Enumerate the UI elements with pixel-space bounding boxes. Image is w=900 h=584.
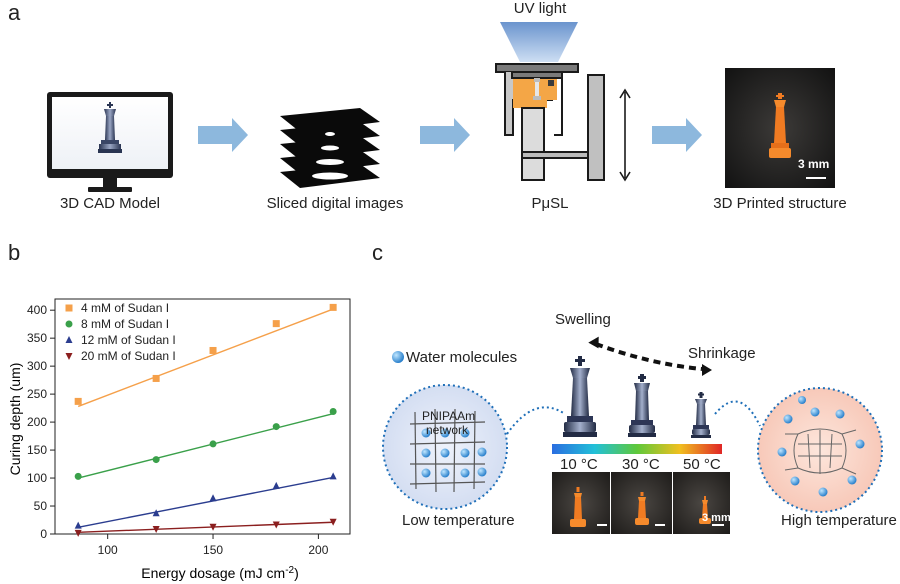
y-tick-label: 150 [27,443,47,457]
king-large-icon [563,356,597,437]
y-tick-label: 0 [40,527,47,541]
data-point [272,481,280,489]
legend-marker [65,320,73,328]
data-point [209,440,217,448]
photo-scale-bar-label: 3 mm [798,157,830,171]
y-tick-label: 400 [27,303,47,317]
king-medium-icon [628,374,656,437]
legend-label: 8 mM of Sudan I [81,317,169,331]
swelling-label: Swelling [555,311,611,328]
legend-marker [65,304,73,312]
vat-king-icon [533,78,541,100]
x-axis-label: Energy dosage (mJ cm-2) [141,565,299,581]
king-small-icon [691,392,711,438]
data-point [272,423,280,431]
temp-label-30: 30 °C [622,456,660,473]
temp-label-10: 10 °C [560,456,598,473]
sliced-layers-icon [280,108,380,188]
pnipaam-label: PNIPAAm [422,409,476,423]
stage-motion-arrow [619,88,631,182]
data-point [152,509,160,517]
panel-letter-a: a [8,0,21,25]
data-point [74,521,82,529]
data-point [272,320,280,328]
legend-label: 4 mM of Sudan I [81,301,169,315]
caption-sliced-images: Sliced digital images [266,195,404,212]
panel-a-illustration [47,22,835,192]
low-temperature-network [382,384,508,510]
x-tick-label: 150 [203,543,223,557]
fit-line [77,308,334,408]
data-point [272,521,280,529]
data-point [152,374,160,382]
data-point [209,346,217,354]
data-point [209,494,217,502]
data-point [74,472,82,480]
y-tick-label: 250 [27,387,47,401]
legend-marker [65,336,73,343]
data-point [209,523,217,531]
caption-cad-model: 3D CAD Model [59,195,161,212]
caption-printed-structure: 3D Printed structure [713,195,847,212]
y-axis-label: Curing depth (um) [7,363,23,476]
data-point [152,456,160,464]
y-tick-label: 200 [27,415,47,429]
pusl-apparatus-icon [495,63,605,181]
y-tick-label: 300 [27,359,47,373]
high-temperature-network [757,387,883,513]
caption-pusl: PμSL [531,195,569,212]
curing-depth-chart: 100 150 200 0 50 100 150 200 250 300 350 400 4 mM o… [7,298,351,581]
x-tick-label: 200 [308,543,328,557]
data-point [329,303,337,311]
panel-letter-c: c [372,240,383,265]
data-point [329,518,337,526]
legend-label: 20 mM of Sudan I [81,349,176,363]
fit-line [78,413,334,479]
fit-line [78,521,334,534]
uv-cone [500,22,578,62]
water-molecule-legend-icon [392,351,404,363]
photo-strip-scale-label: 3 mm [702,512,731,524]
data-point [152,525,160,533]
y-tick-label: 100 [27,471,47,485]
legend-label: 12 mM of Sudan I [81,333,176,347]
panel-letter-b: b [8,240,21,265]
flow-arrow-2 [420,118,470,152]
x-tick-label: 100 [98,543,118,557]
legend-marker [65,353,73,360]
water-molecules-legend: Water molecules [406,349,518,366]
printed-structure-photo [725,68,835,188]
swelling-shrinkage-arrow [588,336,712,376]
monitor-icon [47,92,173,192]
temperature-photos [552,472,730,534]
panel-c-illustration [382,336,883,534]
shrinkage-label: Shrinkage [688,345,756,362]
data-point [74,397,82,405]
y-tick-label: 350 [27,331,47,345]
flow-arrow-1 [198,118,248,152]
data-point [329,472,337,480]
y-tick-label: 50 [34,499,48,513]
plot-frame [54,298,351,535]
data-point [329,407,337,415]
network-label: network [426,423,469,437]
data-point [74,529,82,537]
uv-light-label: UV light [513,0,567,17]
temp-label-50: 50 °C [683,456,721,473]
flow-arrow-3 [652,118,702,152]
high-temperature-label: High temperature [781,512,897,529]
temperature-color-bar [552,444,722,454]
fit-line [78,476,334,528]
low-temperature-label: Low temperature [402,512,515,529]
